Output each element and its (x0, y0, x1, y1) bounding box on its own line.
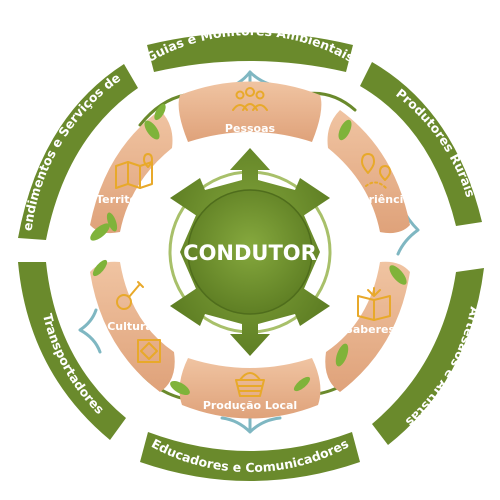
root-left-icon (78, 308, 102, 354)
leaf-icon (92, 259, 108, 277)
outer-segment-empreendimentos (18, 64, 138, 240)
inner-segment-pessoas (178, 81, 322, 142)
inner-labels: Pessoas Experiências Saberes Produção Lo… (96, 122, 418, 412)
inner-segment-territorio (90, 110, 173, 234)
inner-label-experiencias: Experiências (339, 193, 418, 206)
outer-segment-produtores (360, 62, 482, 226)
inner-label-cultura: Cultura (107, 320, 153, 333)
map-icon (115, 153, 153, 189)
leaf-icon (335, 343, 349, 367)
outer-segment-educadores (140, 432, 360, 481)
leaf-icon (106, 212, 118, 232)
center-label: CONDUTOR (183, 241, 317, 265)
leaf-icon (154, 103, 166, 121)
inner-label-producao: Produção Local (203, 399, 297, 412)
outer-segment-guias (147, 32, 353, 72)
inner-segment-saberes (325, 261, 410, 392)
leaf-icon (293, 376, 311, 392)
leaf-icon (389, 265, 407, 285)
leaf-icon (144, 120, 160, 140)
pattern-tile-icon (137, 339, 161, 363)
inner-label-pessoas: Pessoas (225, 122, 276, 135)
leaf-icon (338, 119, 352, 141)
inner-label-territorio: Território (96, 193, 154, 206)
inner-segment-producao (179, 358, 321, 419)
center-disc (187, 189, 313, 315)
open-book-icon (357, 287, 391, 321)
center-hub: CONDUTOR (168, 148, 332, 356)
inner-ring (90, 81, 410, 419)
leaf-icon (170, 381, 190, 395)
inner-segment-cultura (90, 261, 175, 392)
outer-segment-transportadores (18, 262, 126, 440)
leaves (90, 103, 407, 395)
map-pin-route-icon (361, 153, 391, 189)
inner-icons (115, 87, 391, 397)
people-icon (232, 87, 268, 111)
outer-segment-artesaos (372, 268, 484, 445)
leaf-icon (90, 223, 110, 241)
guitar-icon (116, 281, 144, 310)
inner-label-saberes: Saberes (345, 323, 396, 336)
outer-ring (18, 32, 484, 481)
basket-icon (235, 372, 265, 397)
